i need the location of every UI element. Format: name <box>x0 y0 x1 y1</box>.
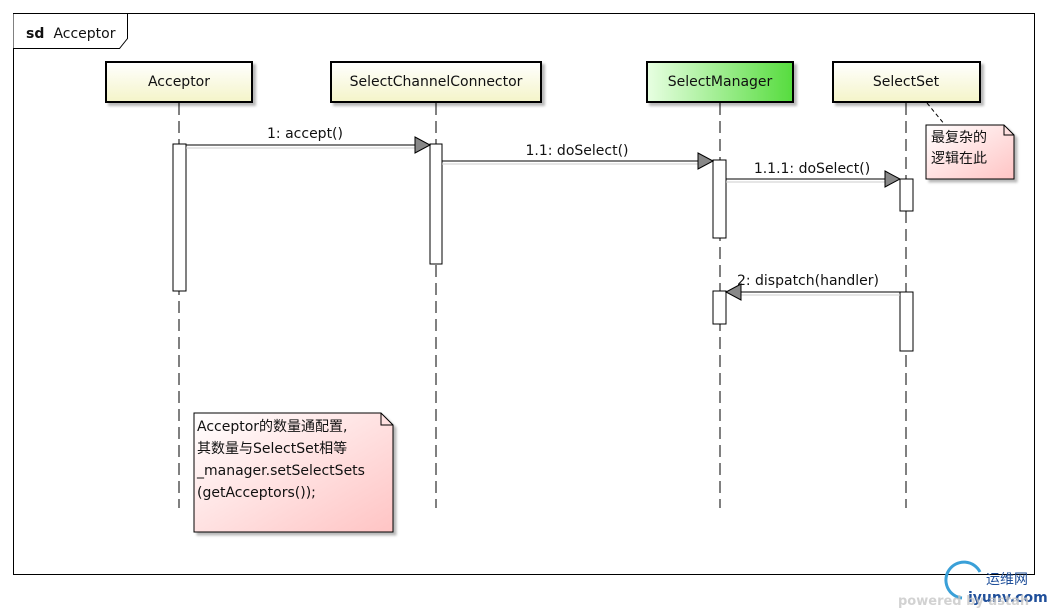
lifeline-acceptor-label: Acceptor <box>148 74 210 90</box>
note-acceptor-line-3: _manager.setSelectSets <box>196 463 365 479</box>
lifeline-selectset-label: SelectSet <box>873 74 940 90</box>
message-do-select-label: 1.1: doSelect() <box>526 143 629 159</box>
lifeline-select-channel-connector[interactable]: SelectChannelConnector <box>330 61 542 103</box>
message-dispatch[interactable]: 2: dispatch(handler) <box>724 273 900 301</box>
lifeline-select-set[interactable]: SelectSet <box>832 61 981 103</box>
note-selectset-line-2: 逻辑在此 <box>931 151 987 167</box>
lifeline-connector-label: SelectChannelConnector <box>350 74 523 90</box>
activation-manager-1[interactable] <box>712 159 727 239</box>
diagram-frame: sd Acceptor <box>13 13 1035 575</box>
watermark-site: iyunv.com <box>968 590 1048 606</box>
activation-manager-2[interactable] <box>712 290 727 325</box>
lifeline-manager-label: SelectManager <box>668 74 773 90</box>
message-do-select-nested[interactable]: 1.1.1: doSelect() <box>726 161 902 188</box>
message-accept-label: 1: accept() <box>267 126 343 142</box>
note-acceptor-count[interactable]: Acceptor的数量通配置, 其数量与SelectSet相等 _manager… <box>193 412 394 533</box>
message-do-select-nested-label: 1.1.1: doSelect() <box>754 161 870 177</box>
activation-bars <box>172 143 914 352</box>
watermark-site-cn: 运维网 <box>986 572 1028 588</box>
activation-acceptor[interactable] <box>172 143 187 292</box>
note-selectset[interactable]: 最复杂的 逻辑在此 <box>925 102 1015 180</box>
activation-selectset-1[interactable] <box>899 178 914 212</box>
frame-keyword: sd <box>26 26 44 42</box>
frame-label: sd Acceptor <box>26 23 116 42</box>
watermark-logo-icon <box>944 560 982 600</box>
note-acceptor-line-2: 其数量与SelectSet相等 <box>197 440 347 457</box>
message-accept[interactable]: 1: accept() <box>186 126 432 154</box>
message-dispatch-label: 2: dispatch(handler) <box>737 273 879 289</box>
activation-connector[interactable] <box>429 143 443 265</box>
message-do-select[interactable]: 1.1: doSelect() <box>442 143 715 170</box>
note-selectset-line-1: 最复杂的 <box>931 129 987 146</box>
note-acceptor-line-4: (getAcceptors()); <box>197 485 316 501</box>
frame-name: Acceptor <box>53 26 115 42</box>
lifeline-select-manager[interactable]: SelectManager <box>646 61 794 103</box>
lifeline-acceptor[interactable]: Acceptor <box>105 61 253 103</box>
watermark-powered: powered by astah <box>898 594 1029 609</box>
note-anchor-line <box>926 102 946 126</box>
note-acceptor-line-1: Acceptor的数量通配置, <box>197 419 348 435</box>
activation-selectset-2[interactable] <box>899 291 914 352</box>
watermark: 运维网 iyunv.com powered by astah <box>898 560 1048 609</box>
